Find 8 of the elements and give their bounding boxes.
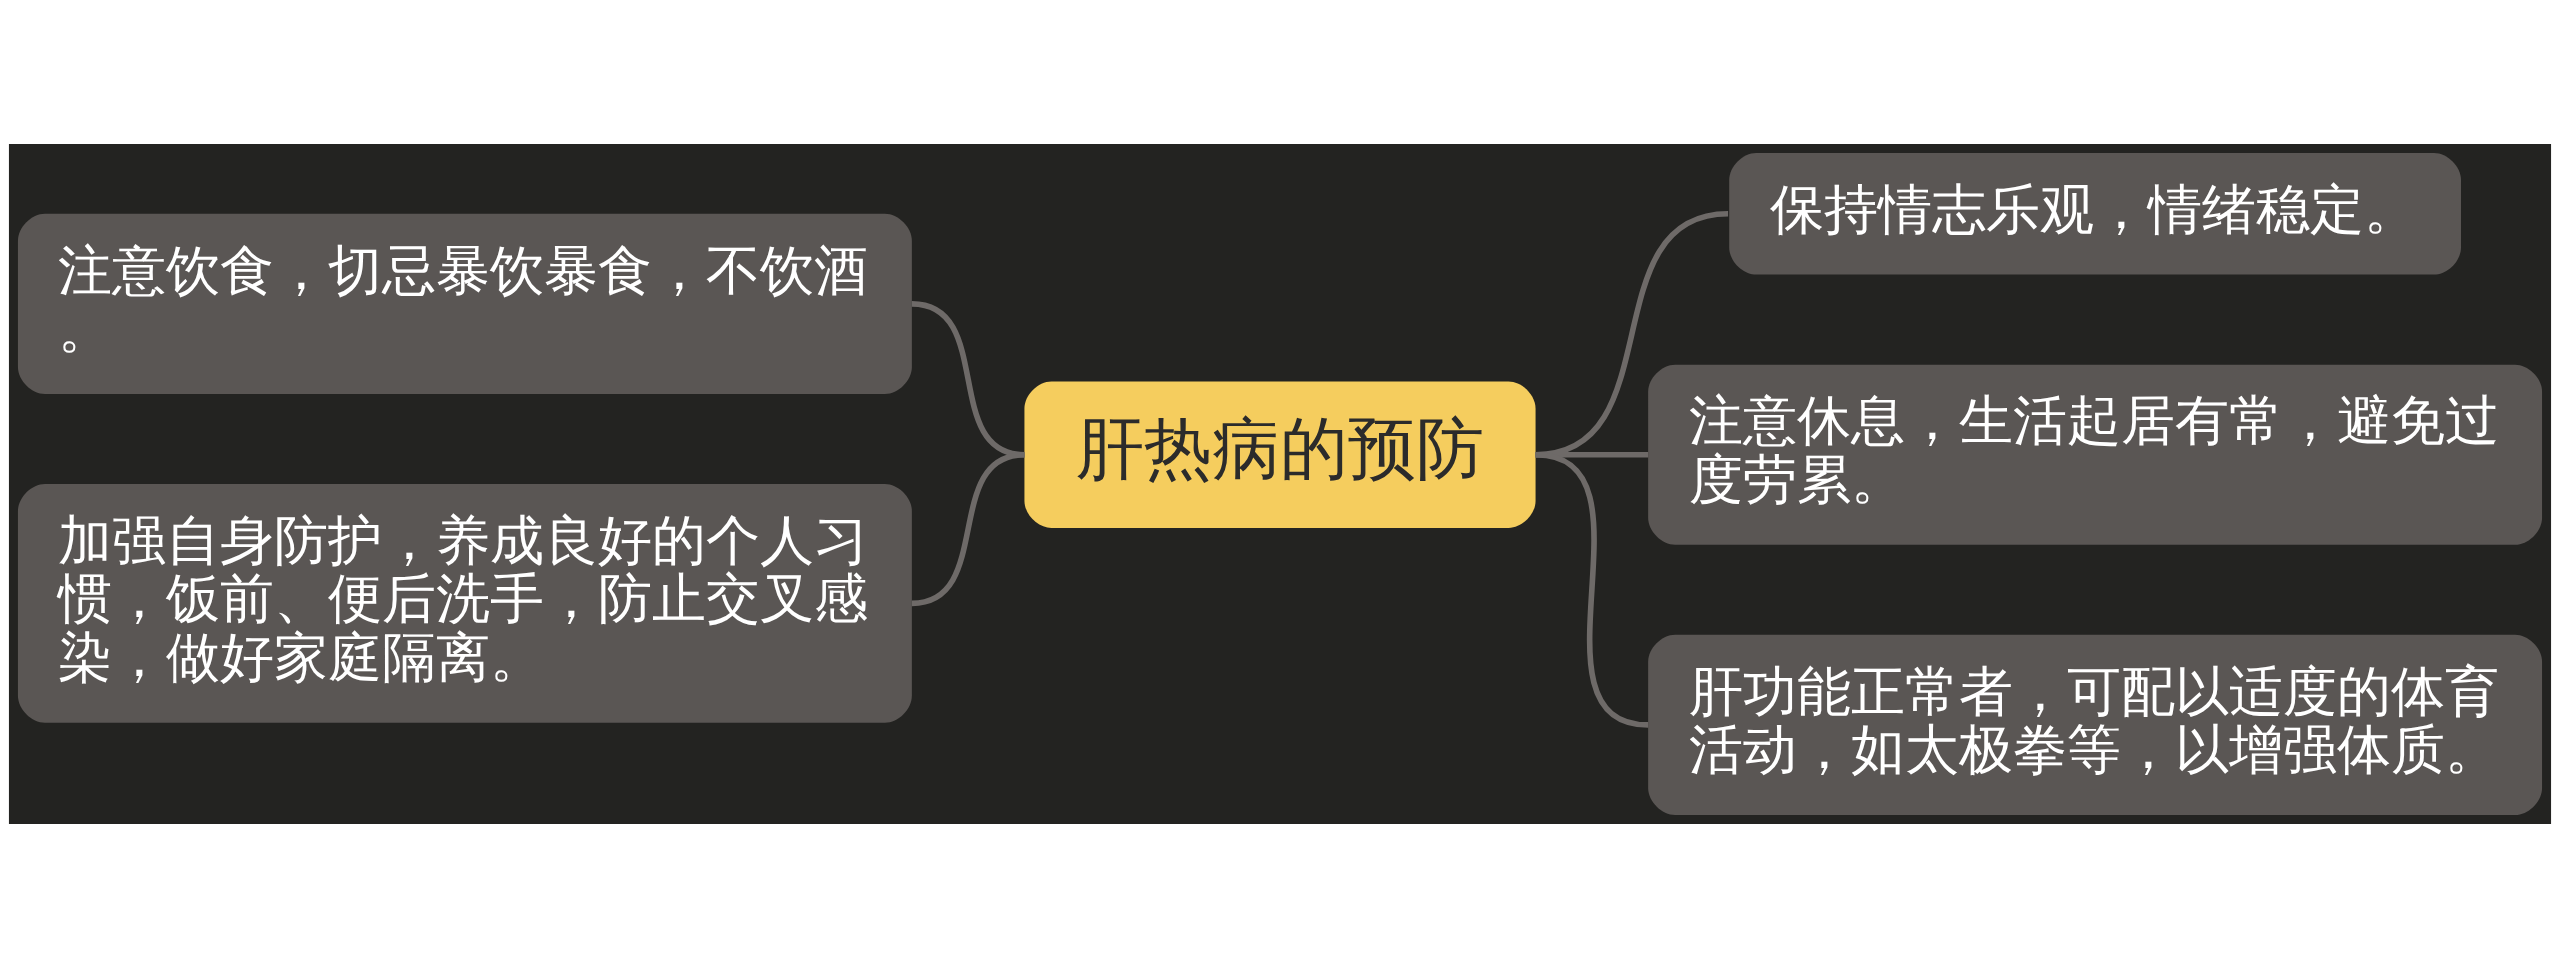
node-box: 肝功能正常者，可配以适度的体育活动，如太极拳等，以增强体质。 [1648, 634, 2543, 815]
node-box: 注意饮食，切忌暴饮暴食，不饮酒。 [17, 213, 912, 394]
node-box: 注意休息，生活起居有常，避免过度劳累。 [1648, 364, 2543, 545]
node-box: 加强自身防护，养成良好的个人习惯，饭前、便后洗手，防止交叉感染，做好家庭隔离。 [17, 484, 912, 723]
connector [1535, 451, 1649, 728]
connector [911, 451, 1025, 607]
node-box: 保持情志乐观，情绪稳定。 [1729, 153, 2461, 275]
node-box: 肝热病的预防 [1024, 381, 1536, 528]
